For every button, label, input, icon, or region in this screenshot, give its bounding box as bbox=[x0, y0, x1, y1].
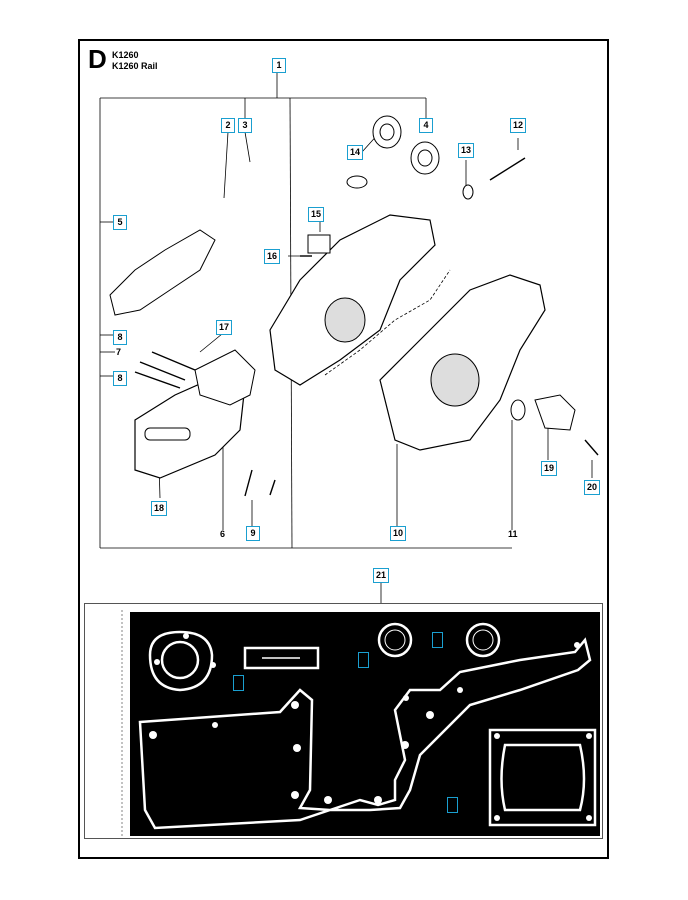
kit-marker-1 bbox=[233, 675, 244, 691]
callout-1: 1 bbox=[272, 58, 286, 73]
callout-3: 3 bbox=[238, 118, 252, 133]
callout-18: 18 bbox=[151, 501, 168, 516]
gasket-kit-frame bbox=[84, 603, 603, 839]
section-letter: D bbox=[88, 44, 107, 74]
callout-10: 10 bbox=[390, 526, 407, 541]
model-name-2: K1260 Rail bbox=[112, 61, 158, 71]
callout-14: 14 bbox=[347, 145, 364, 160]
callout-7: 7 bbox=[116, 347, 122, 357]
callout-8-upper: 8 bbox=[113, 330, 127, 345]
diagram-sheet bbox=[78, 39, 609, 859]
callout-16: 16 bbox=[264, 249, 281, 264]
callout-4: 4 bbox=[419, 118, 433, 133]
callout-2: 2 bbox=[221, 118, 235, 133]
callout-19: 19 bbox=[541, 461, 558, 476]
callout-21: 21 bbox=[373, 568, 390, 583]
callout-12: 12 bbox=[510, 118, 527, 133]
gasket-kit-panel bbox=[130, 612, 600, 836]
callout-9: 9 bbox=[246, 526, 260, 541]
callout-8-lower: 8 bbox=[113, 371, 127, 386]
kit-marker-4 bbox=[447, 797, 458, 813]
model-name-1: K1260 bbox=[112, 50, 139, 60]
callout-15: 15 bbox=[308, 207, 325, 222]
callout-6: 6 bbox=[220, 529, 226, 539]
callout-13: 13 bbox=[458, 143, 475, 158]
kit-marker-3 bbox=[432, 632, 443, 648]
callout-17: 17 bbox=[216, 320, 233, 335]
callout-20: 20 bbox=[584, 480, 601, 495]
kit-marker-2 bbox=[358, 652, 369, 668]
callout-11: 11 bbox=[508, 529, 518, 539]
callout-5: 5 bbox=[113, 215, 127, 230]
